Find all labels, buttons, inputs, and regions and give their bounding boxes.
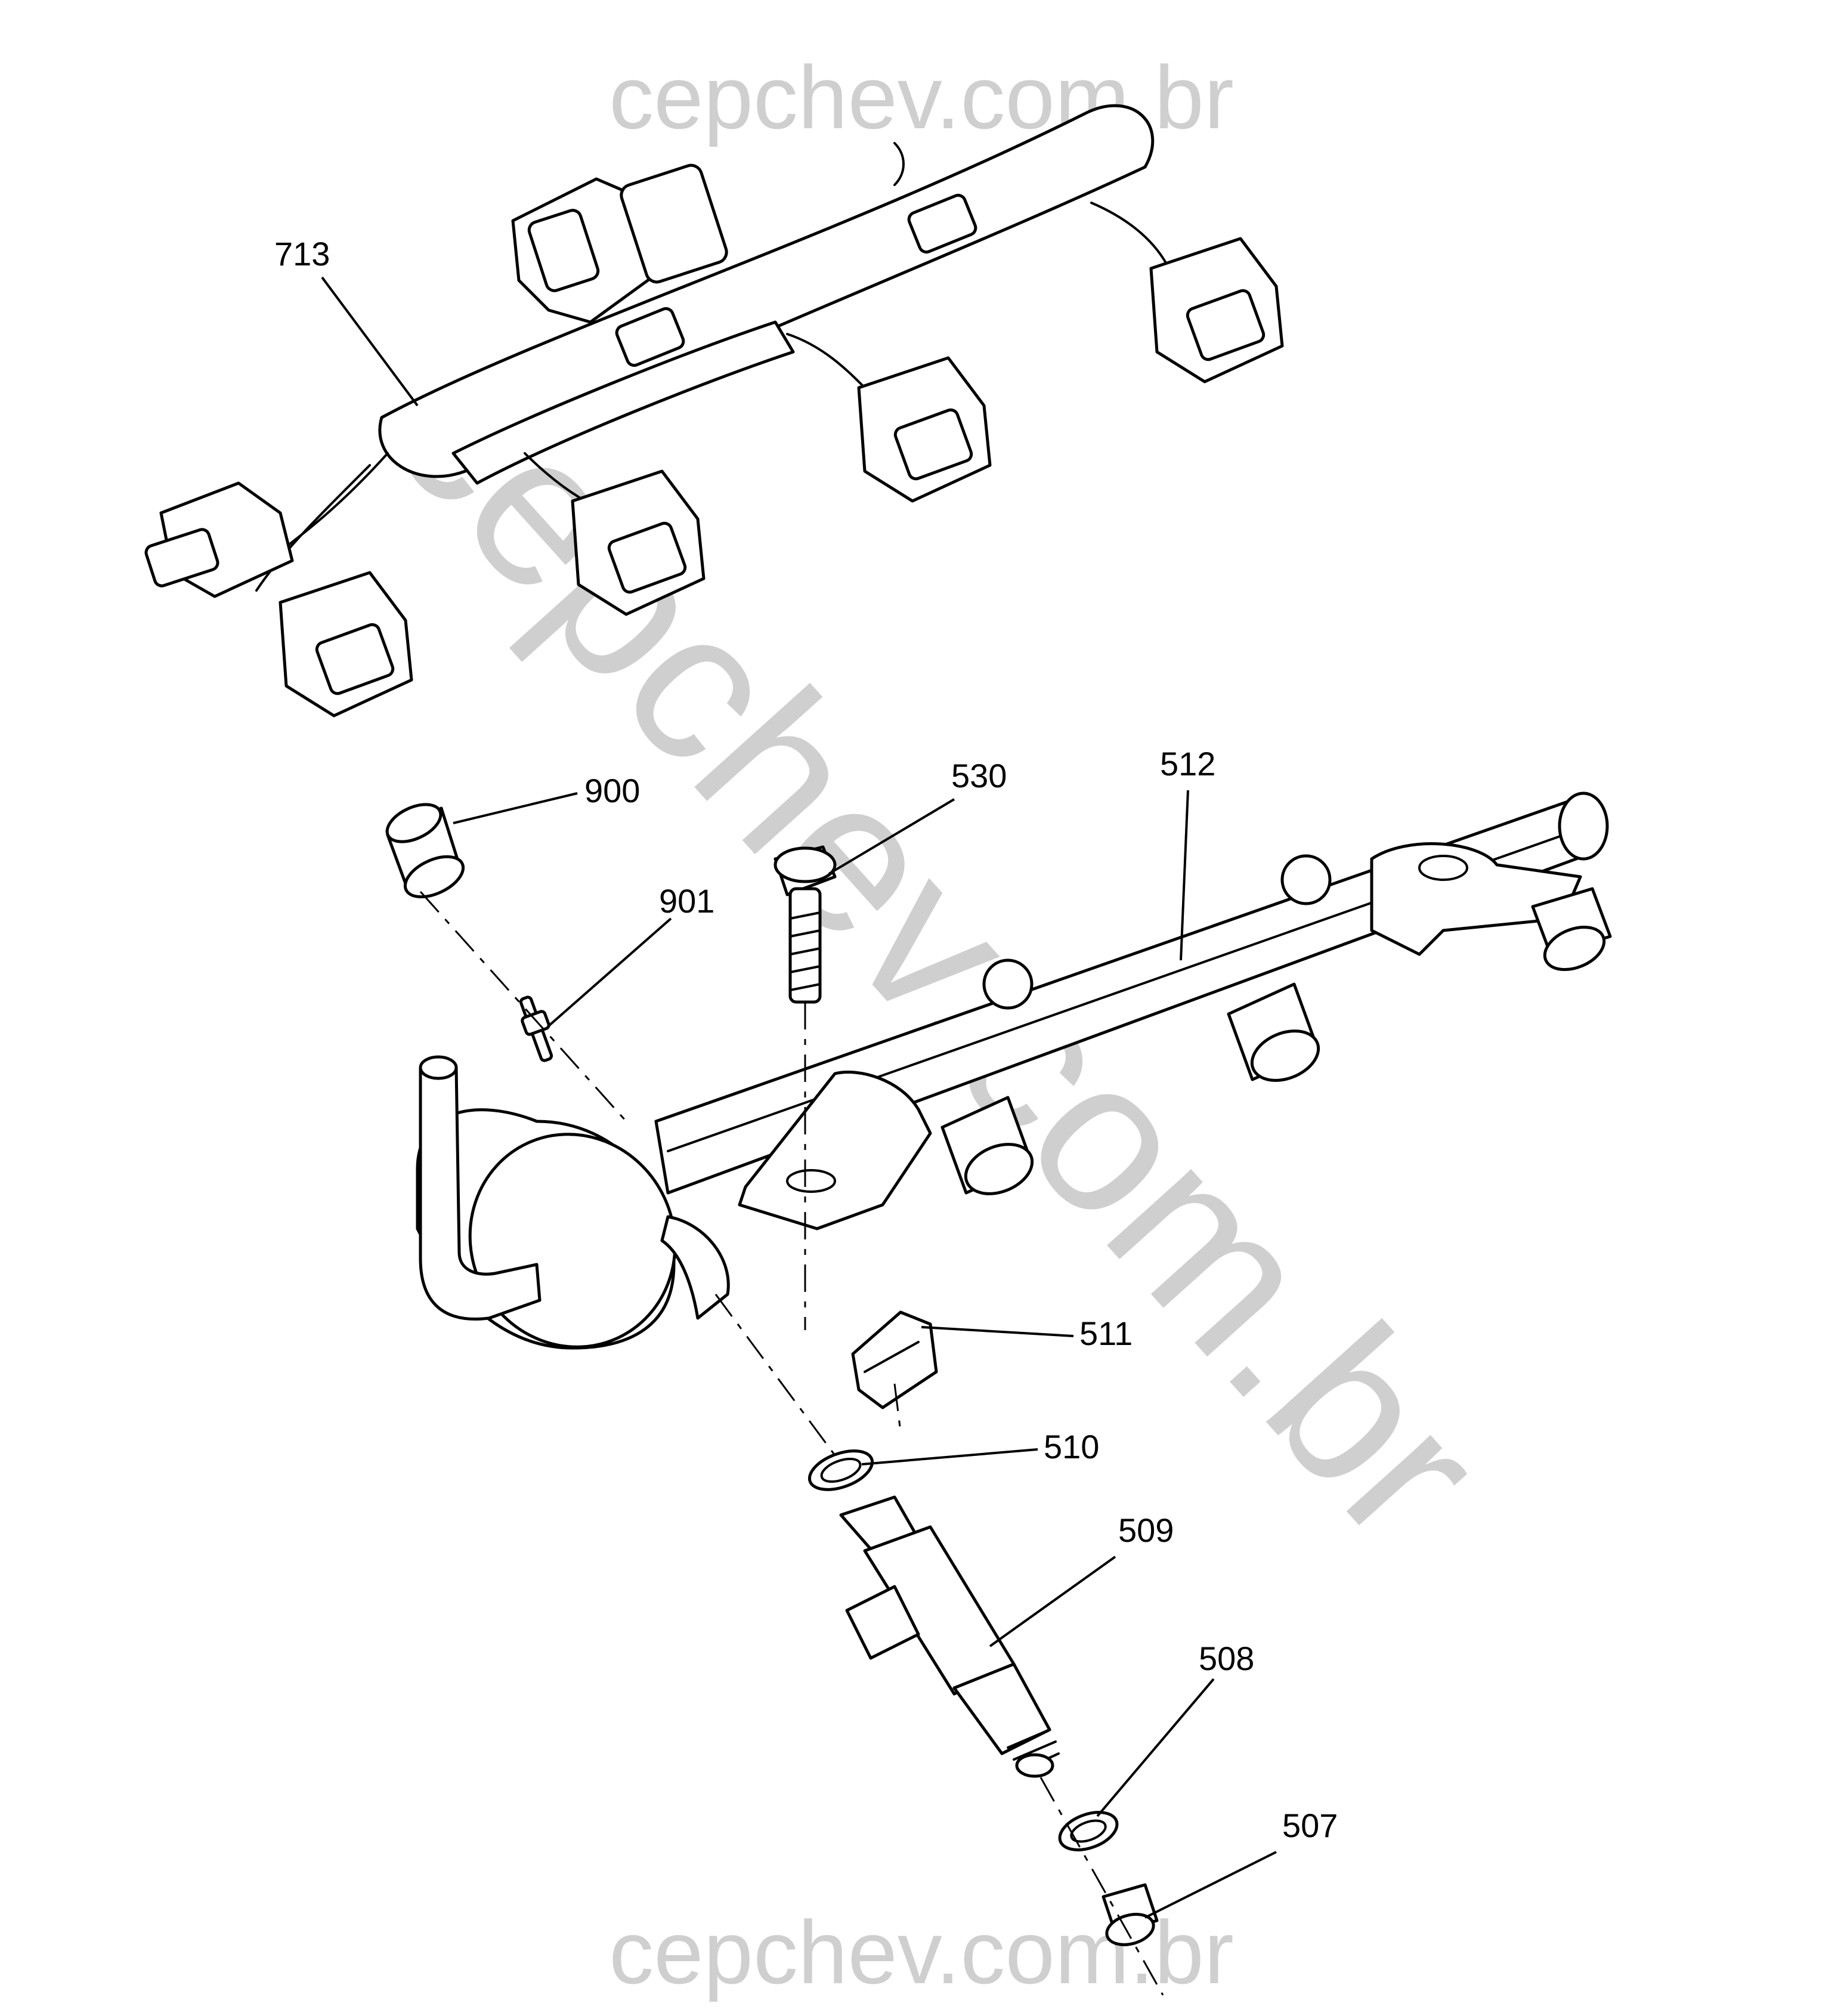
retainer-clip-511 xyxy=(851,1310,938,1409)
callout-713: 713 xyxy=(274,235,330,273)
leader-713 xyxy=(321,276,419,407)
callout-900: 900 xyxy=(584,772,640,809)
fuel-injector-wiring-harness xyxy=(144,104,1284,718)
injector-cup xyxy=(1531,887,1612,971)
o-ring-510 xyxy=(807,1449,874,1491)
injector-cup xyxy=(1227,982,1320,1082)
callout-901: 901 xyxy=(659,882,714,920)
cap-900 xyxy=(385,803,465,899)
leader-900 xyxy=(453,792,578,824)
leader-510 xyxy=(861,1448,1038,1465)
injector-connector-1 xyxy=(279,571,413,718)
callout-511: 511 xyxy=(1079,1315,1133,1352)
valve-core-901 xyxy=(519,995,553,1062)
injector-connector-4 xyxy=(1149,237,1284,384)
fuel-rail-assembly xyxy=(416,791,1612,1350)
callout-510: 510 xyxy=(1044,1428,1099,1465)
o-ring-508 xyxy=(1058,1811,1119,1851)
injector-connector-3 xyxy=(857,356,992,503)
callout-530: 530 xyxy=(951,757,1007,794)
leader-901 xyxy=(547,917,672,1027)
leader-508 xyxy=(1096,1678,1215,1817)
injector-cup xyxy=(940,1096,1034,1195)
fuel-inlet-pipe xyxy=(419,1055,542,1321)
callout-509: 509 xyxy=(1118,1511,1174,1549)
callout-507: 507 xyxy=(1282,1807,1338,1844)
bolt-530 xyxy=(774,845,837,1004)
watermark-diagonal: cepchev.com.br xyxy=(346,309,1528,1585)
callout-508: 508 xyxy=(1199,1640,1254,1677)
leader-507 xyxy=(1144,1851,1277,1919)
assembly-axis xyxy=(1039,1777,1164,1996)
leader-530 xyxy=(828,798,955,875)
assembly-axis xyxy=(714,1294,836,1456)
injector-connector-2 xyxy=(571,469,706,616)
leader-511 xyxy=(921,1326,1074,1337)
fuel-injector-509 xyxy=(839,1495,1060,1778)
leader-509 xyxy=(989,1556,1116,1647)
leader-512 xyxy=(1180,790,1189,961)
callout-512: 512 xyxy=(1160,745,1215,783)
injector-cap-507 xyxy=(1102,1883,1159,1946)
assembly-axis xyxy=(893,1383,902,1432)
